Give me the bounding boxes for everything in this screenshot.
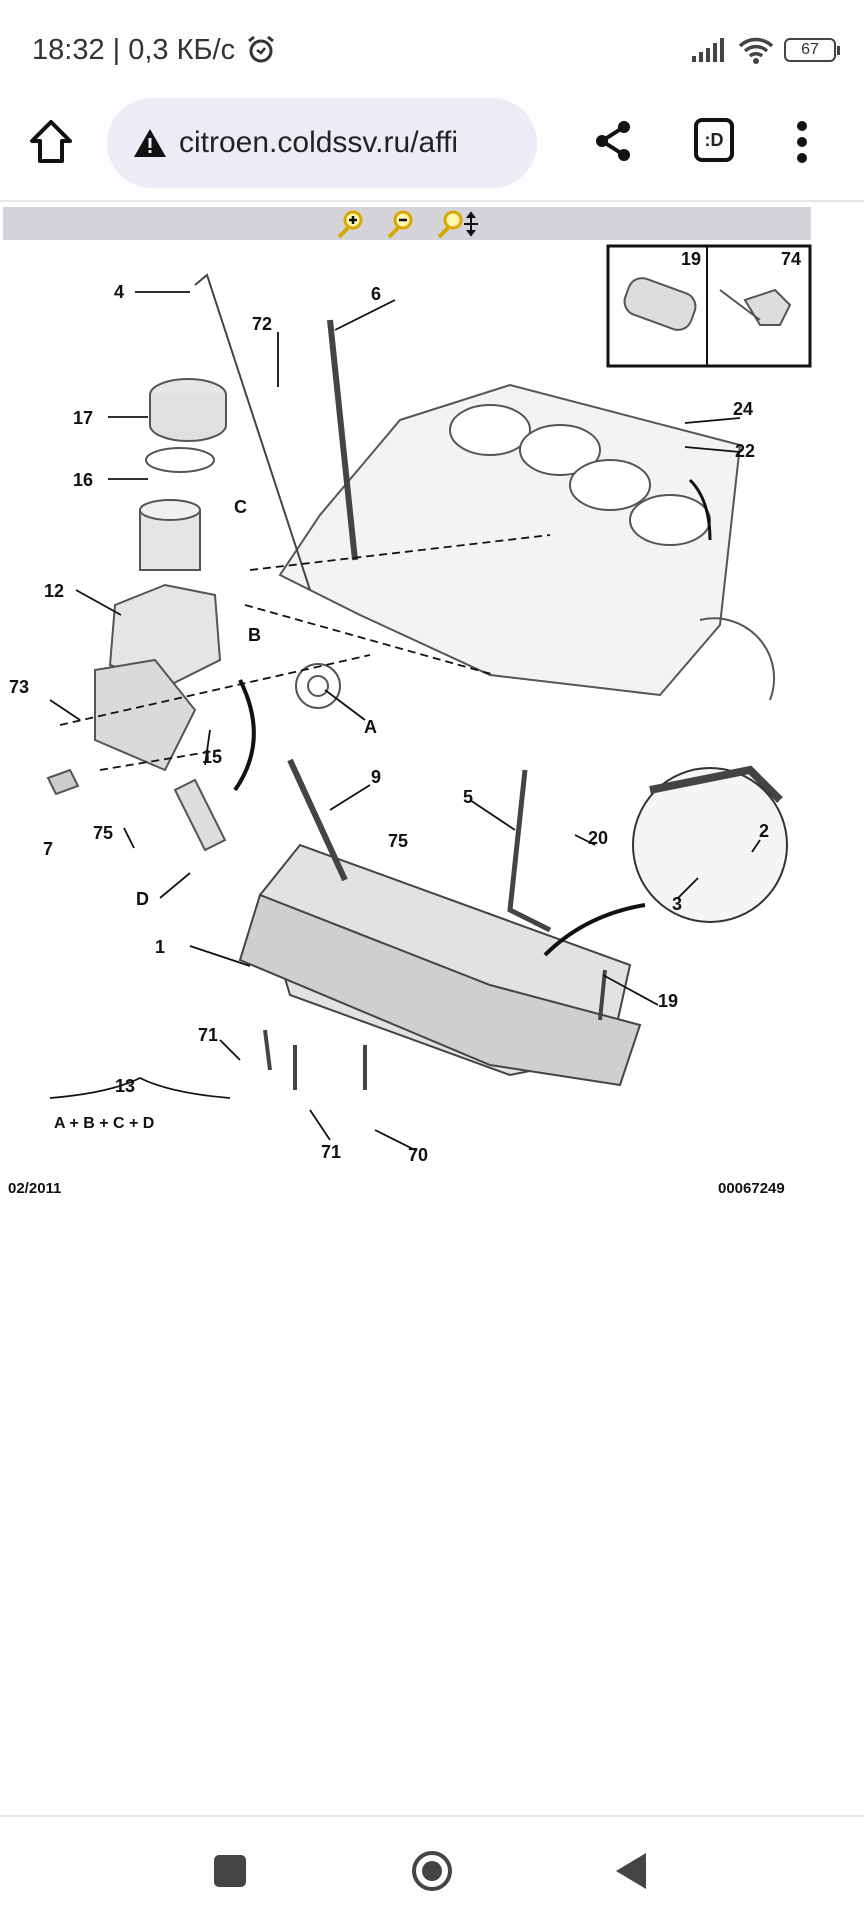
part-label: D xyxy=(136,889,149,909)
zoom-pan-icon[interactable] xyxy=(435,209,479,239)
part-label: 19 xyxy=(681,249,701,269)
recents-icon[interactable] xyxy=(214,1855,246,1887)
part-label: 20 xyxy=(588,828,608,848)
diagram-ref: 00067249 xyxy=(718,1180,785,1197)
diagram-zoom-toolbar xyxy=(3,207,811,240)
zoom-out-icon[interactable] xyxy=(385,209,415,239)
part-label: 16 xyxy=(73,470,93,490)
part-label: 75 xyxy=(388,831,408,851)
back-icon[interactable] xyxy=(614,1851,648,1891)
part-label: 9 xyxy=(371,767,381,787)
part-label: 5 xyxy=(463,787,473,807)
url-text[interactable]: citroen.coldssv.ru/affi xyxy=(179,126,459,159)
part-label: 19 xyxy=(658,991,678,1011)
part-label: 73 xyxy=(9,677,29,697)
browser-toolbar: citroen.coldssv.ru/affi :D xyxy=(0,90,864,202)
part-label: 13 xyxy=(115,1076,135,1096)
part-label: 6 xyxy=(371,284,381,304)
part-label: A xyxy=(364,717,377,737)
part-label: 74 xyxy=(781,249,801,269)
part-label: 2 xyxy=(759,821,769,841)
part-label: 71 xyxy=(198,1025,218,1045)
group-formula: A + B + C + D xyxy=(54,1115,154,1132)
share-icon[interactable] xyxy=(594,120,632,162)
part-label: 75 xyxy=(93,823,113,843)
part-label: 15 xyxy=(202,747,222,767)
part-label: C xyxy=(234,497,247,517)
engine-parts-diagram[interactable]: 4 6 72 17 16 C 12 B 73 15 A 9 7 75 75 D … xyxy=(0,240,864,1220)
part-label: 4 xyxy=(114,282,124,302)
part-label: 72 xyxy=(252,314,272,334)
part-label: 22 xyxy=(735,441,755,461)
more-icon[interactable] xyxy=(792,120,812,164)
part-label: 24 xyxy=(733,399,753,419)
diagram-date: 02/2011 xyxy=(8,1180,61,1197)
tab-switcher-icon[interactable]: :D xyxy=(694,118,734,162)
wifi-icon xyxy=(738,37,774,64)
home-circle-icon[interactable] xyxy=(410,1849,454,1893)
system-nav-bar xyxy=(0,1815,864,1920)
signal-icon xyxy=(692,38,724,62)
url-bar[interactable]: citroen.coldssv.ru/affi xyxy=(107,98,537,188)
part-label: 70 xyxy=(408,1145,428,1165)
inset-box xyxy=(606,244,812,368)
part-label: B xyxy=(248,625,261,645)
part-label: 1 xyxy=(155,937,165,957)
warning-icon[interactable] xyxy=(133,128,167,158)
zoom-in-icon[interactable] xyxy=(335,209,365,239)
part-label: 71 xyxy=(321,1142,341,1162)
part-label: 17 xyxy=(73,408,93,428)
status-time: 18:32 | 0,3 КБ/с xyxy=(32,34,236,66)
part-label: 12 xyxy=(44,581,64,601)
part-labels: 4 6 72 17 16 C 12 B 73 15 A 9 7 75 75 D … xyxy=(8,249,801,1197)
home-icon[interactable] xyxy=(28,118,74,166)
part-label: 3 xyxy=(672,894,682,914)
battery-icon: 67 xyxy=(784,38,840,62)
part-label: 7 xyxy=(43,839,53,859)
alarm-icon xyxy=(248,35,274,63)
status-bar: 18:32 | 0,3 КБ/с 67 xyxy=(0,0,864,90)
